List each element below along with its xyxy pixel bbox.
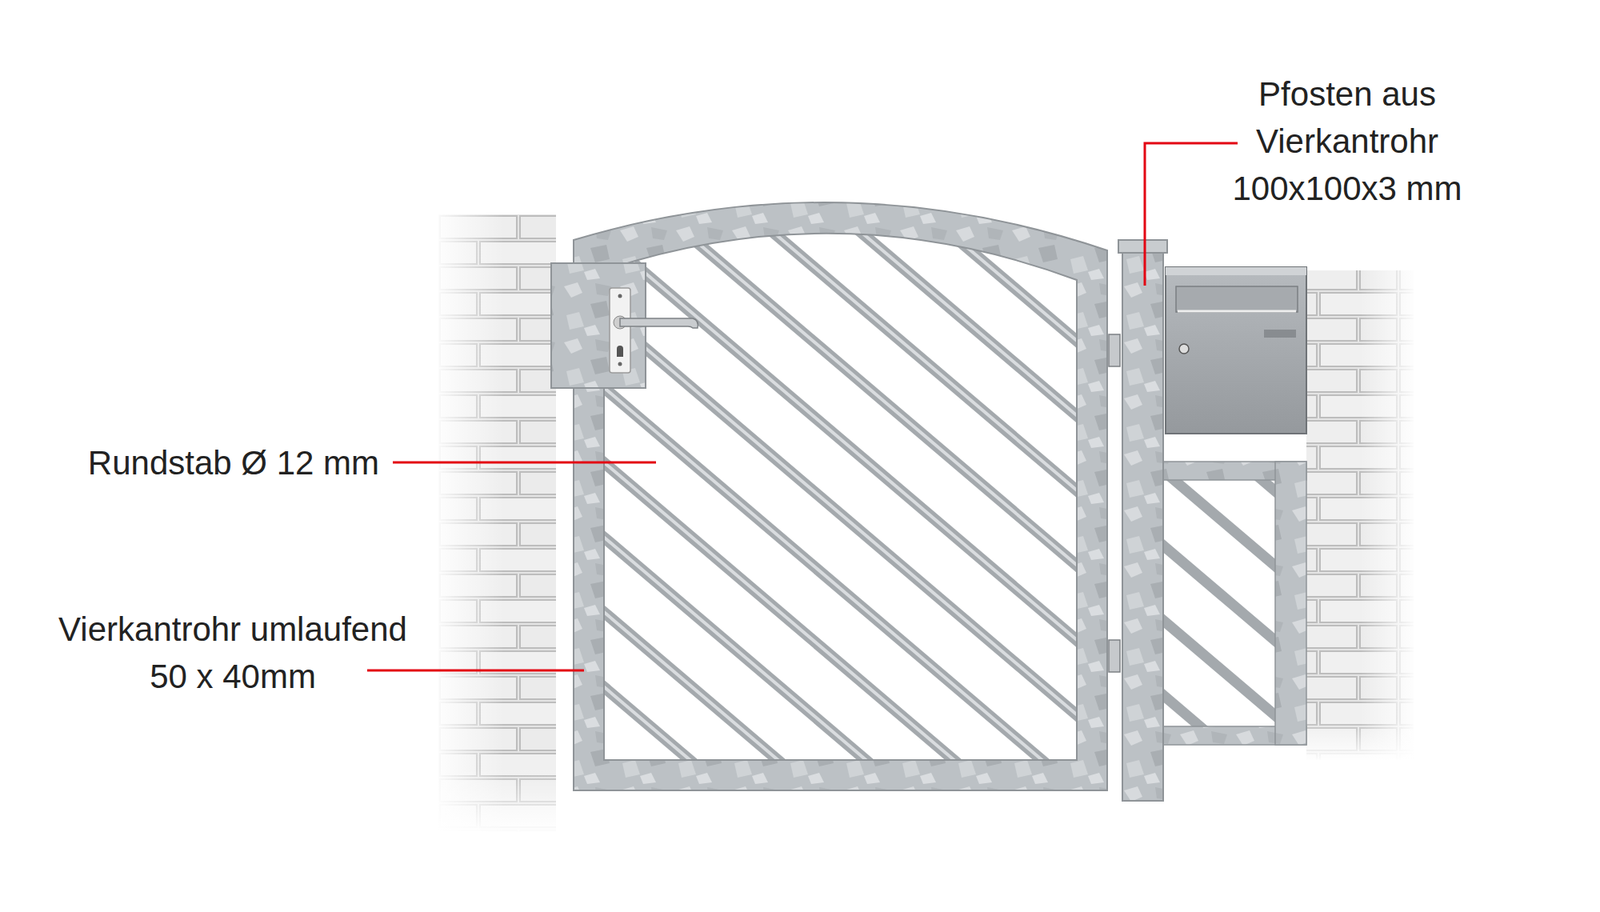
door-handle xyxy=(620,318,698,328)
leader-lines xyxy=(367,143,1238,671)
square-tube-frame xyxy=(573,202,1108,791)
fade xyxy=(1304,720,1418,762)
hinge xyxy=(1108,640,1120,672)
round-bar-highlight xyxy=(0,158,1600,799)
leader-line xyxy=(1144,143,1238,286)
callout-label: Pfosten aus Vierkantrohr 100x100x3 mm xyxy=(1227,70,1468,212)
hinge xyxy=(1108,334,1120,367)
slot-edge xyxy=(1177,310,1296,313)
mailbox-body xyxy=(1165,267,1307,434)
brick-pillar xyxy=(432,214,560,834)
side-post xyxy=(1275,461,1307,745)
lock-plate xyxy=(551,263,698,388)
callout-label: Vierkantrohr umlaufend 50 x 40mm xyxy=(48,605,417,700)
screw xyxy=(618,362,623,367)
brick-pillar xyxy=(1304,270,1418,762)
fade xyxy=(432,768,560,834)
door-escutcheon xyxy=(609,288,631,373)
mail-slot xyxy=(1176,286,1298,312)
callout-label: Rundstab Ø 12 mm xyxy=(88,439,380,487)
side-panel xyxy=(816,400,1600,808)
post xyxy=(1118,240,1168,801)
leader-line xyxy=(392,461,656,464)
hinges xyxy=(1108,334,1120,672)
round-bar xyxy=(1163,480,1276,727)
name-plate xyxy=(1264,329,1296,338)
fade xyxy=(1360,270,1418,760)
post-cap xyxy=(1118,240,1168,253)
leader-line xyxy=(367,669,584,672)
round-bars xyxy=(1163,480,1276,727)
fade xyxy=(432,214,504,832)
square-tube-post xyxy=(1122,248,1164,801)
keyhole xyxy=(616,345,624,357)
screw xyxy=(618,294,623,299)
round-bars xyxy=(0,158,1600,800)
mailbox-lock xyxy=(1179,344,1189,354)
mailbox-lid xyxy=(1165,267,1307,276)
mailbox xyxy=(1165,267,1307,434)
